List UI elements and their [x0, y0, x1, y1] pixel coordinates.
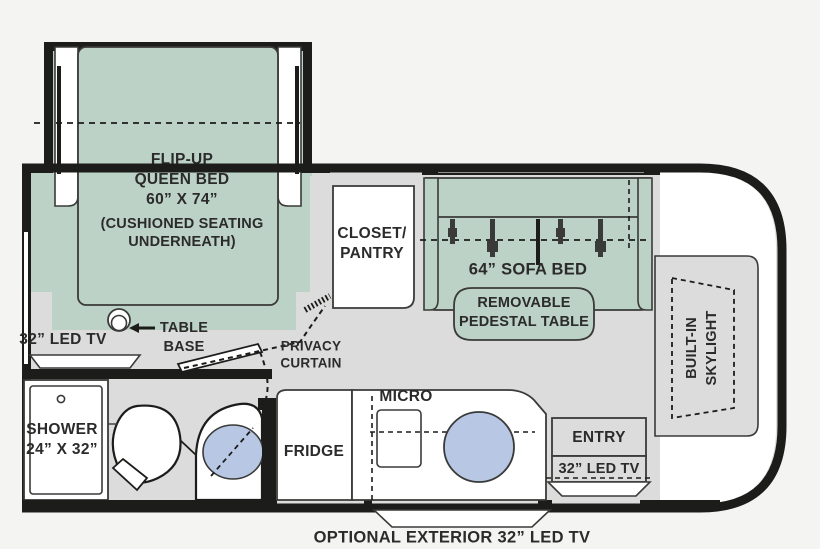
entry-label: ENTRY: [572, 429, 626, 446]
skylight-label-line2: SKYLIGHT: [704, 311, 720, 386]
galley-end-wall: [258, 398, 276, 503]
sink-basin-icon: [202, 424, 264, 480]
bed-label-line4: (CUSHIONED SEATING: [101, 216, 264, 232]
bed-label-line2: QUEEN BED: [135, 171, 230, 188]
sink-dashed-line: [210, 427, 254, 477]
sofa-left-arm: [423, 177, 439, 311]
privacy-curtain-track-dashed: [183, 305, 326, 369]
interior-tv-icon: [28, 354, 142, 369]
skylight-label-line1: BUILT-IN: [684, 317, 700, 379]
built-in-skylight: [654, 255, 759, 437]
entry-tv-label: 32” LED TV: [559, 461, 640, 477]
bottom-exterior-wall: [22, 500, 720, 509]
microwave-door-icon: [376, 409, 422, 468]
entry-box: [551, 417, 647, 457]
entry-unit: [546, 417, 652, 497]
sofa-bed-label: 64” SOFA BED: [469, 260, 588, 278]
right-cabinet-shadow: [295, 66, 299, 174]
galley-counter: [351, 389, 547, 501]
closet-label-line1: CLOSET/: [337, 225, 407, 242]
sofa-right-arm: [637, 177, 653, 311]
shower-label-line2: 24” X 32”: [26, 441, 98, 458]
shower-drain-icon: [56, 394, 66, 404]
removable-pedestal-table: [453, 287, 595, 341]
left-exterior-wall: [22, 164, 31, 508]
bed-label-line5: UNDERNEATH): [128, 234, 235, 250]
table-base-icon: [107, 308, 131, 332]
shower-unit: [23, 379, 109, 501]
sofa-bed-unit: [420, 177, 653, 311]
bath-divider-wall: [22, 369, 272, 379]
privacy-curtain-pleats-icon: [303, 293, 332, 313]
table-base-label-line2: BASE: [163, 339, 204, 355]
pedestal-label-line2: PEDESTAL TABLE: [459, 314, 589, 330]
toilet-fixture: [108, 404, 197, 492]
privacy-curtain-panel: [176, 342, 264, 374]
shower-pan: [29, 385, 103, 495]
coach-outer-shell: [22, 163, 787, 513]
bed-label-line3: 60” X 74”: [146, 191, 218, 208]
closet-label-line2: PANTRY: [340, 245, 404, 262]
table-base-arrow-icon: [129, 323, 155, 333]
entry-tv-icon: [546, 481, 652, 497]
seatbelt-icons: [448, 219, 606, 265]
interior-tv-label: 32” LED TV: [19, 331, 107, 348]
left-cabinet-shadow: [57, 66, 61, 174]
pedestal-label-line1: REMOVABLE: [477, 295, 570, 311]
privacy-curtain-label-line1: PRIVACY: [281, 339, 341, 354]
galley-sink-icon: [443, 411, 515, 483]
shower-label-line1: SHOWER: [26, 421, 98, 438]
left-window: [24, 232, 28, 364]
fridge-label: FRIDGE: [284, 443, 344, 460]
bathroom-sink: [194, 402, 264, 502]
exterior-tv-icon: [371, 509, 553, 528]
skylight-dashed-outline: [671, 276, 735, 420]
table-base-label-line1: TABLE: [160, 320, 208, 336]
exterior-tv-label: OPTIONAL EXTERIOR 32” LED TV: [314, 528, 591, 546]
micro-label: MICRO: [379, 388, 432, 405]
closet-pantry-unit: [332, 185, 415, 309]
privacy-curtain-label-line2: CURTAIN: [280, 356, 341, 371]
queen-bed-mattress: [77, 46, 279, 306]
